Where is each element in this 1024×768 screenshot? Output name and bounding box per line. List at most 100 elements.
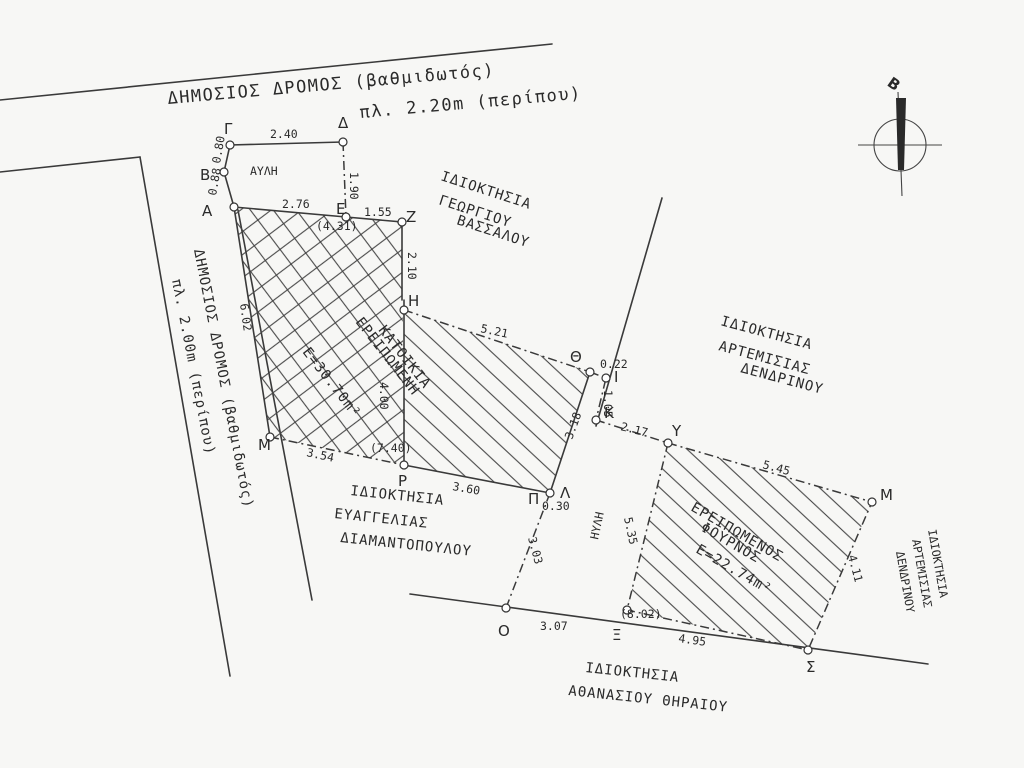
dim-o-ps: 3.07 bbox=[540, 619, 568, 633]
dim-m-r: 3.54 bbox=[305, 445, 335, 464]
point-m: Μ bbox=[258, 436, 271, 454]
dim-a-e: 2.76 bbox=[282, 197, 310, 211]
oven-outline bbox=[626, 442, 874, 651]
point-h: Η bbox=[408, 292, 419, 310]
vertex-e bbox=[341, 212, 351, 222]
house-south-wall bbox=[269, 436, 405, 466]
property-diamantopoulou: ΙΔΙΟΚΤΗΣΙΑ ΕΥΑΓΓΕΛΙΑΣ ΔΙΑΜΑΝΤΟΠΟΥΛΟΥ bbox=[334, 483, 473, 560]
property-vassalou: ΙΔΙΟΚΤΗΣΙΑ ΓΕΩΡΓΙΟΥ ΒΑΣΣΑΛΟΥ bbox=[437, 169, 534, 252]
courtyard-outline bbox=[223, 141, 347, 218]
dim-b-g: 0.80 bbox=[209, 135, 228, 165]
house-west-wall bbox=[233, 206, 271, 438]
vertex-m bbox=[265, 432, 275, 442]
dim-t-o: 3.03 bbox=[525, 535, 546, 565]
property-thiraiou: ΙΔΙΟΚΤΗΣΙΑ ΑΘΑΝΑΣΙΟΥ ΘΗΡΑΙΟΥ bbox=[568, 660, 729, 716]
point-e: Ε bbox=[336, 200, 345, 218]
house-crosshatch bbox=[234, 207, 404, 465]
vertex-k bbox=[591, 415, 601, 425]
dim-z-h: 2.10 bbox=[405, 252, 419, 280]
dim-t-note: 0.30 bbox=[542, 499, 570, 513]
vertex-th bbox=[585, 367, 595, 377]
alley-line bbox=[595, 419, 669, 444]
vertex-mr bbox=[867, 497, 877, 507]
point-t: Λ bbox=[560, 484, 571, 502]
point-p: Π bbox=[528, 490, 539, 508]
north-arrow: Β bbox=[858, 73, 942, 197]
dim-h-r: 4.00 bbox=[377, 382, 391, 410]
dim-ps-note: (8.02) bbox=[620, 607, 662, 621]
dim-e-note: (4.31) bbox=[316, 219, 358, 233]
dim-y-m: 5.45 bbox=[761, 457, 791, 478]
point-mr: Μ bbox=[880, 486, 893, 504]
point-r: Ρ bbox=[398, 472, 407, 490]
dim-m-s: 4.11 bbox=[845, 553, 866, 583]
north-road-label-2: πλ. 2.20m (περίπου) bbox=[359, 84, 583, 123]
house-east-edge bbox=[549, 371, 591, 494]
dim-r-t: 3.60 bbox=[451, 479, 481, 498]
path-west-edge bbox=[505, 492, 551, 609]
vertex-o bbox=[501, 603, 511, 613]
north-road-edge bbox=[0, 43, 553, 101]
vertex-i bbox=[601, 373, 611, 383]
property-dendrinou-top: ΙΔΙΟΚΤΗΣΙΑ ΑΡΤΕΜΙΣΙΑΣ ΔΕΝΔΡΙΝΟΥ bbox=[717, 313, 825, 397]
alley-label: ΗΥΛΗ bbox=[587, 511, 606, 541]
dim-y-ps: 5.35 bbox=[621, 516, 640, 546]
thiraiou-line-2: ΑΘΑΝΑΣΙΟΥ ΘΗΡΑΙΟΥ bbox=[568, 683, 729, 716]
north-arrow-needle bbox=[896, 98, 906, 170]
oven-hatch bbox=[627, 443, 872, 650]
point-k: Κ bbox=[604, 404, 615, 422]
dim-i-k: 1.05 bbox=[601, 390, 615, 418]
south-boundary bbox=[409, 593, 929, 665]
vertex-y bbox=[663, 438, 673, 448]
point-ps: Ξ bbox=[612, 626, 621, 644]
west-road-edge-top bbox=[0, 156, 141, 173]
point-i: Ι bbox=[614, 368, 618, 386]
dim-g-d: 2.40 bbox=[270, 127, 298, 141]
point-o: Ο bbox=[498, 622, 510, 640]
house-north-wall bbox=[233, 206, 403, 301]
point-s: Σ bbox=[806, 658, 815, 676]
east-neighbour-boundary bbox=[595, 197, 663, 427]
dim-h-th: 5.21 bbox=[479, 321, 509, 340]
north-arrow-letter: Β bbox=[884, 73, 904, 94]
dim-r-note: (7.40) bbox=[370, 441, 412, 455]
dim-d-e: 1.90 bbox=[347, 172, 361, 200]
property-dendrinou-right: ΙΔΙΟΚΤΗΣΙΑ ΑΡΤΕΜΙΣΙΑΣ ΔΕΝΔΡΙΝΟΥ bbox=[893, 528, 951, 614]
house-south-edge bbox=[403, 464, 551, 494]
diamantopoulou-line-2: ΕΥΑΓΓΕΛΙΑΣ bbox=[334, 506, 429, 532]
vertex-ps bbox=[622, 605, 632, 615]
vertices bbox=[219, 137, 877, 655]
house-north-edge bbox=[403, 309, 591, 373]
dim-a-b: 0.88 bbox=[205, 167, 224, 197]
dim-k-y: 2.17 bbox=[619, 419, 649, 439]
courtyard-east-edge bbox=[342, 141, 347, 218]
dim-ps-s: 4.95 bbox=[678, 631, 707, 649]
dim-th-i: 0.22 bbox=[600, 357, 628, 371]
point-d: Δ bbox=[338, 114, 349, 132]
point-g: Γ bbox=[224, 120, 233, 138]
vertex-b bbox=[219, 167, 229, 177]
dim-e-z: 1.55 bbox=[364, 205, 392, 219]
vertex-s bbox=[803, 645, 813, 655]
vertex-d bbox=[338, 137, 348, 147]
notch-i-k bbox=[589, 371, 607, 421]
dimensions: 2.40 2.76 1.55 1.90 (4.31) 2.10 6.02 3.5… bbox=[205, 127, 866, 649]
point-th: Θ bbox=[570, 348, 582, 366]
vertex-r bbox=[399, 460, 409, 470]
point-z: Ζ bbox=[406, 208, 416, 226]
house-hatch bbox=[404, 310, 590, 493]
vertex-g bbox=[225, 140, 235, 150]
thiraiou-line-1: ΙΔΙΟΚΤΗΣΙΑ bbox=[585, 660, 680, 686]
west-road-edge bbox=[139, 156, 231, 677]
diamantopoulou-line-3: ΔΙΑΜΑΝΤΟΠΟΥΛΟΥ bbox=[340, 530, 473, 560]
courtyard-west-edge bbox=[223, 141, 344, 208]
point-a: Α bbox=[202, 202, 213, 220]
vertex-t bbox=[545, 488, 555, 498]
vertex-a bbox=[229, 202, 239, 212]
courtyard-label: ΑΥΛΗ bbox=[250, 164, 278, 178]
vertex-z bbox=[397, 217, 407, 227]
dim-a-m: 6.02 bbox=[237, 302, 255, 331]
vertex-h bbox=[399, 305, 409, 315]
